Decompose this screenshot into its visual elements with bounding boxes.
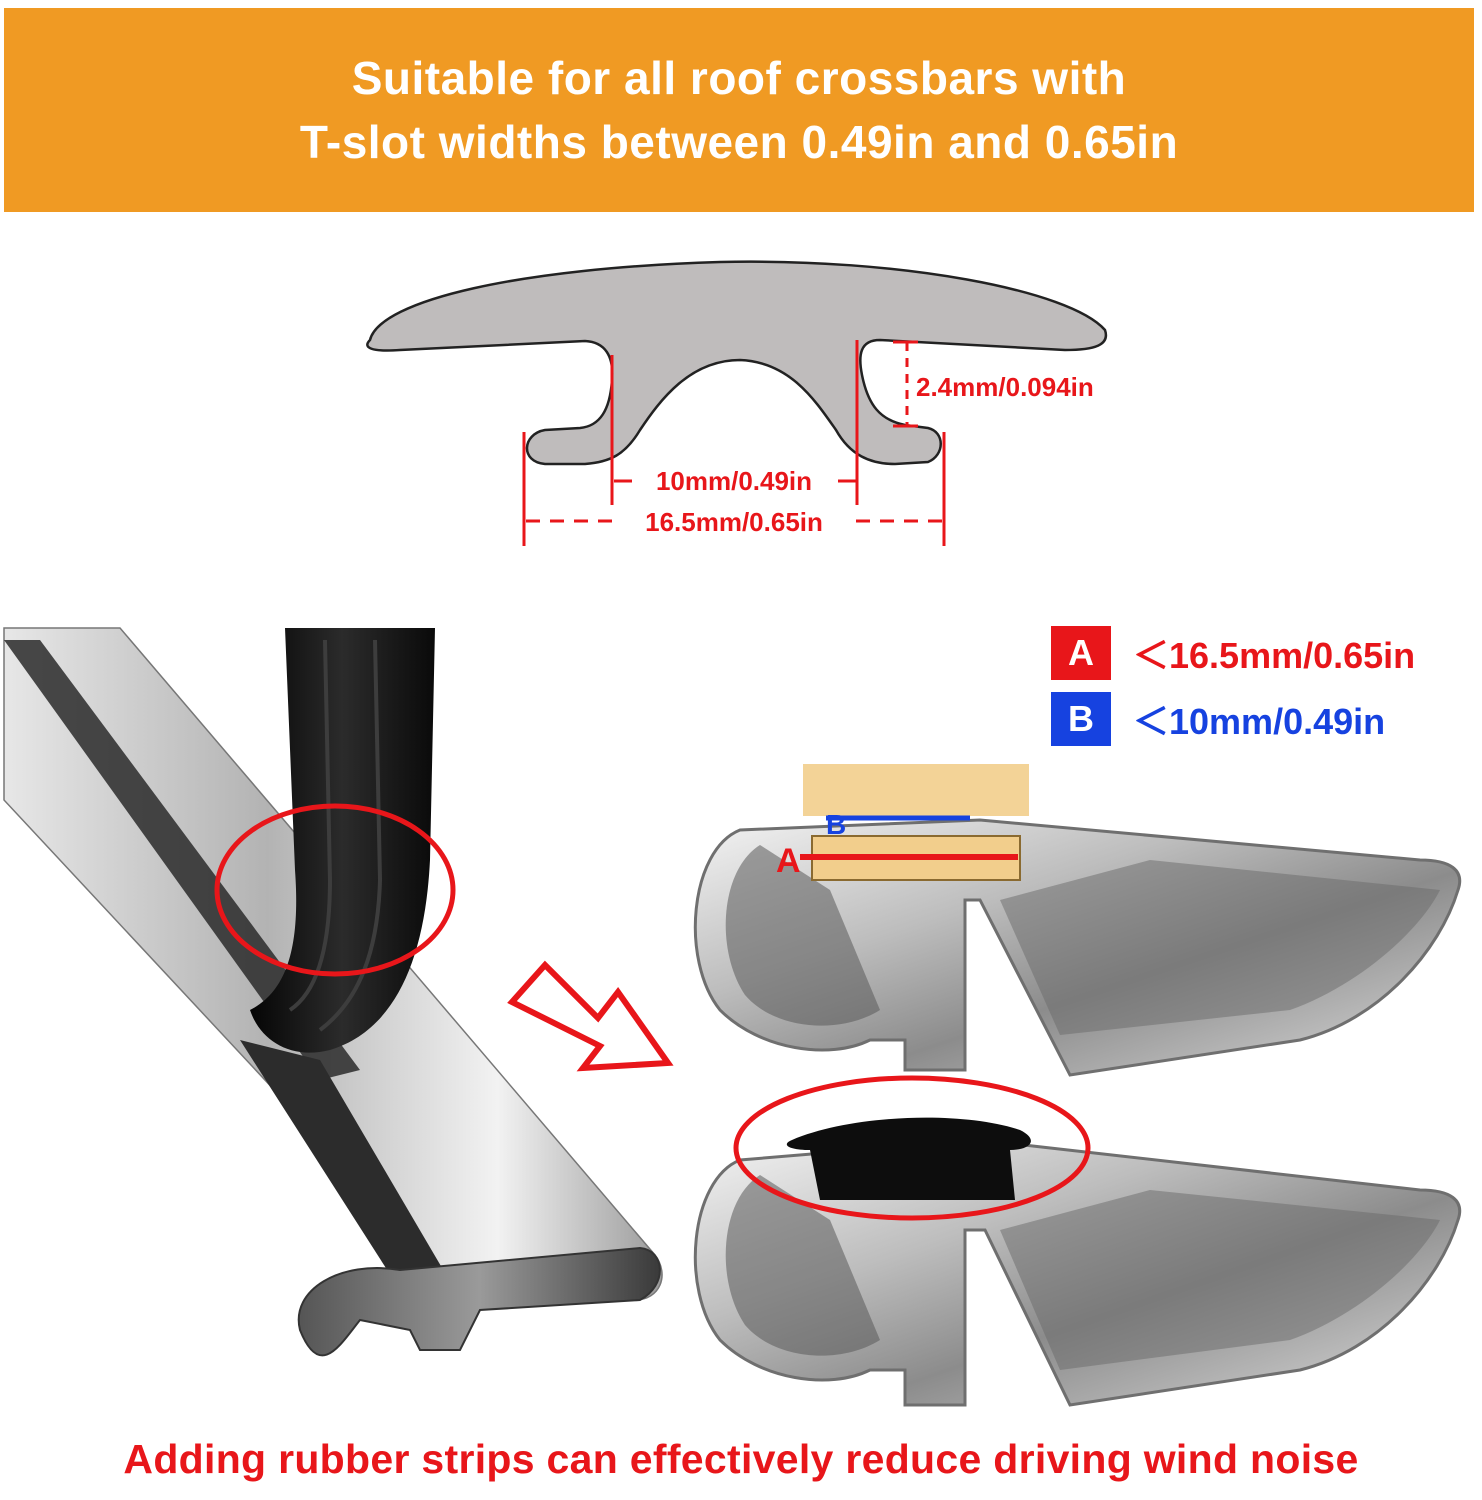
- arrow-icon: [507, 960, 674, 1072]
- rubber-seal-edge: [4, 640, 360, 1080]
- banner-line-1: Suitable for all roof crossbars with: [351, 52, 1127, 104]
- t-profile-shape: [366, 260, 1108, 466]
- banner-line-2: T-slot widths between 0.49in and 0.65in: [299, 116, 1179, 168]
- legend-a-key: A: [1051, 626, 1111, 680]
- legend-b-key: B: [1051, 692, 1111, 746]
- legend-a-text: ＜16.5mm/0.65in: [1133, 635, 1416, 676]
- crossbar-photo: [3, 627, 663, 1357]
- inner-width-label: 10mm/0.49in: [656, 466, 812, 496]
- outer-width-label: 16.5mm/0.65in: [645, 507, 823, 537]
- slot-rubber: [240, 1040, 455, 1290]
- t-profile-diagram: 2.4mm/0.094in 10mm/0.49in 16.5mm/0.65in: [366, 260, 1108, 546]
- rubber-strip: [250, 628, 435, 1053]
- slot-marker-b: B: [826, 809, 846, 840]
- legend-b-text: ＜10mm/0.49in: [1133, 701, 1386, 742]
- footer-caption: Adding rubber strips can effectively red…: [123, 1436, 1359, 1482]
- rubber-insert: [786, 1117, 1031, 1200]
- slot-marker-a: A: [776, 842, 801, 880]
- highlight-circle-strip: [214, 803, 456, 977]
- highlight-circle-insert: [733, 1075, 1091, 1221]
- legend-b: B ＜10mm/0.49in: [1051, 692, 1385, 746]
- slot-width-overlay: [803, 764, 1029, 816]
- cross-section-empty-slot: B A: [693, 764, 1462, 1077]
- legend-a: A ＜16.5mm/0.65in: [1051, 626, 1415, 680]
- height-label: 2.4mm/0.094in: [916, 372, 1094, 402]
- header-banner: Suitable for all roof crossbars with T-s…: [4, 8, 1474, 212]
- cross-section-with-rubber: [693, 1075, 1462, 1407]
- bar-end-profile: [297, 1246, 661, 1357]
